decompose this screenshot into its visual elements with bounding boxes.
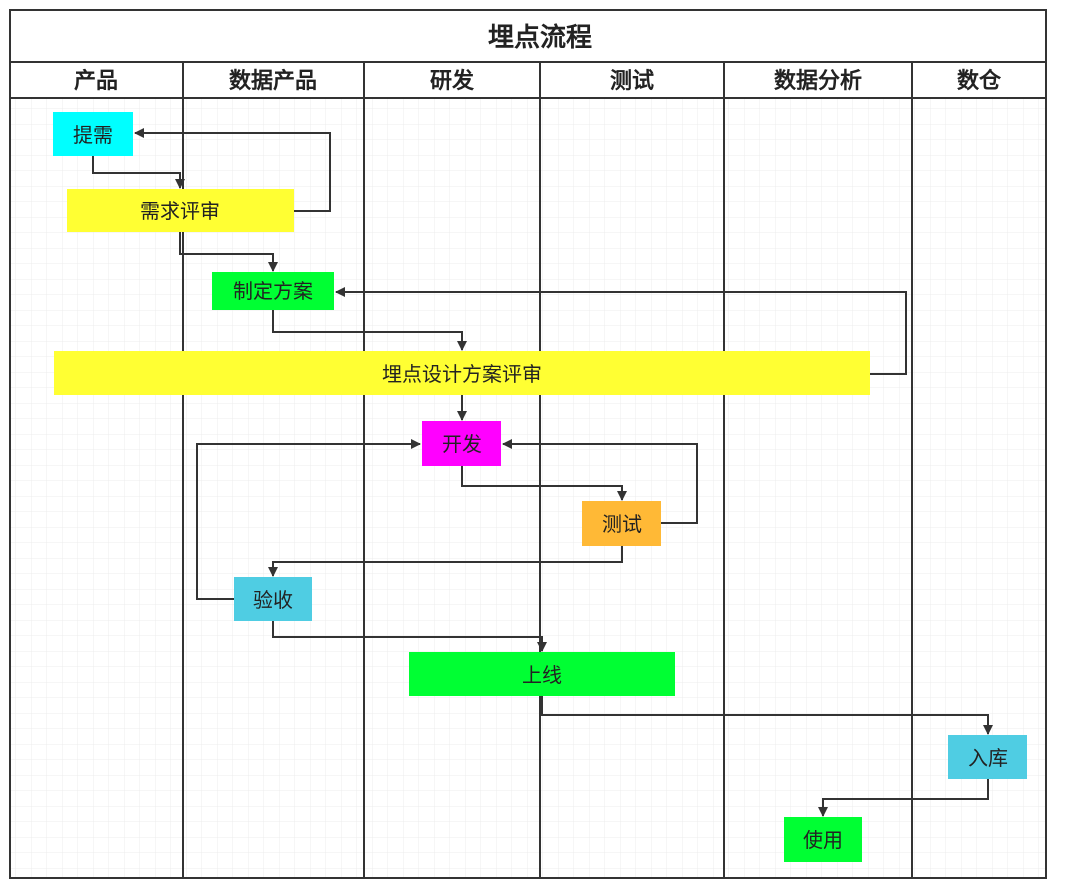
node-kaifa[interactable]: 开发 (422, 421, 501, 466)
diagram-frame (9, 9, 1047, 879)
lane-header-rd: 研发 (430, 68, 475, 94)
node-ceshi[interactable]: 测试 (582, 501, 661, 546)
edge-ceshi-to-yanshou (268, 546, 623, 577)
edge-kaifa-to-ceshi (461, 466, 627, 501)
node-shiyong[interactable]: 使用 (784, 817, 862, 862)
edge-shangxian-to-ruku (541, 696, 993, 735)
node-shangxian[interactable]: 上线 (409, 652, 675, 696)
node-tixu[interactable]: 提需 (53, 112, 133, 156)
node-label: 需求评审 (140, 199, 220, 223)
edge-yanshou-to-shangxian (272, 621, 547, 652)
node-zhiding-fangan[interactable]: 制定方案 (212, 272, 334, 310)
diagram-title: 埋点流程 (488, 22, 592, 53)
nodes: 提需 需求评审 制定方案 埋点设计方案评审 开发 测试 验收 上线 (53, 112, 1027, 862)
node-ruku[interactable]: 入库 (948, 735, 1027, 779)
edge-xuqiu-to-tixu (134, 128, 331, 212)
node-yanshou[interactable]: 验收 (234, 577, 312, 621)
edge-xuqiu-to-fangan (179, 232, 278, 272)
node-label: 验收 (253, 588, 293, 612)
edge-ruku-to-shiyong (818, 779, 989, 817)
node-label: 埋点设计方案评审 (382, 362, 542, 386)
edge-fangan-to-pingshen (272, 310, 467, 351)
edge-pingshen-to-fangan (335, 287, 907, 375)
lane-header-data-analysis: 数据分析 (774, 68, 862, 94)
node-label: 上线 (522, 663, 562, 687)
lane-header-product: 产品 (74, 69, 118, 94)
lane-header-data-product: 数据产品 (229, 68, 317, 94)
node-label: 测试 (602, 512, 642, 536)
node-maidian-pingshen[interactable]: 埋点设计方案评审 (54, 351, 870, 395)
node-label: 开发 (442, 432, 482, 456)
edge-tixu-to-xuqiu (92, 156, 185, 189)
node-label: 提需 (73, 123, 113, 147)
node-xuqiu-pingshen[interactable]: 需求评审 (67, 189, 294, 232)
connectors (92, 128, 993, 817)
lane-header-dw: 数仓 (957, 68, 1002, 94)
edge-yanshou-to-kaifa (196, 439, 421, 600)
node-label: 制定方案 (233, 279, 313, 303)
lane-headers: 产品 数据产品 研发 测试 数据分析 数仓 (74, 68, 1002, 94)
node-label: 入库 (968, 746, 1008, 770)
lane-header-qa: 测试 (610, 69, 654, 94)
node-label: 使用 (803, 828, 843, 852)
edge-ceshi-to-kaifa (502, 439, 698, 524)
